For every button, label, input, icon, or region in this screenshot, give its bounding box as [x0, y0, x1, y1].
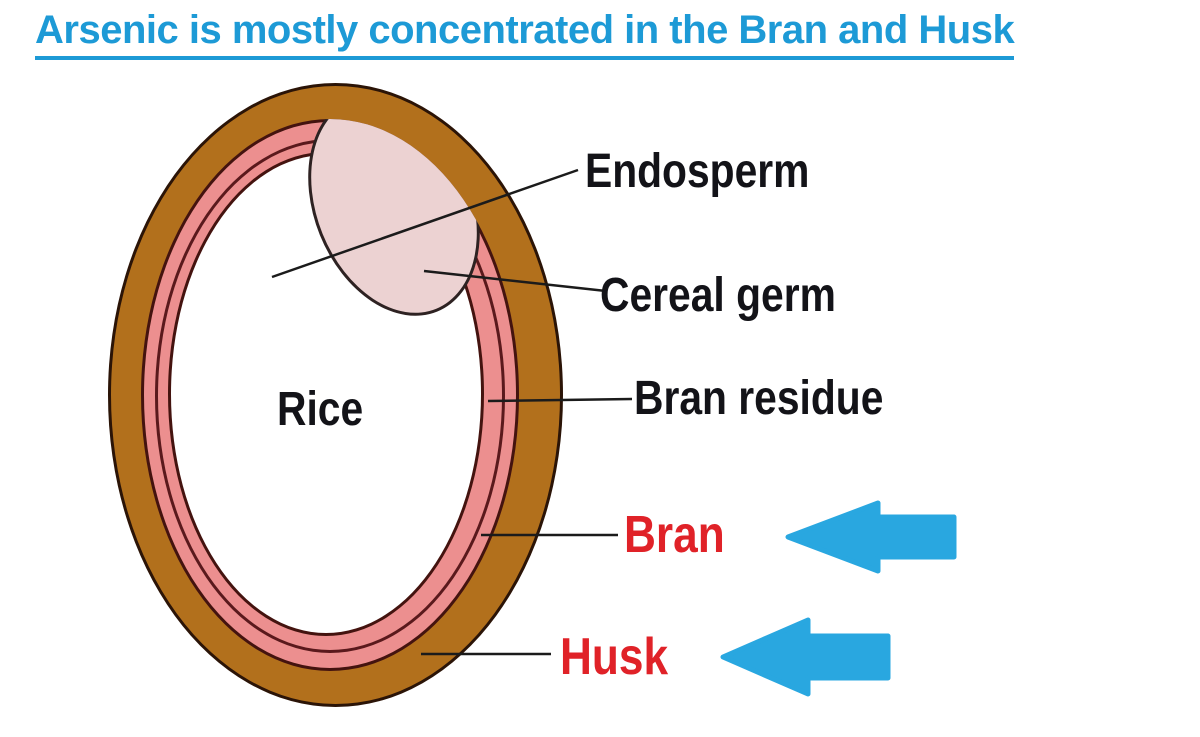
husk-label: Husk	[560, 628, 669, 686]
bran-residue-label: Bran residue	[634, 372, 884, 425]
page-title: Arsenic is mostly concentrated in the Br…	[35, 8, 1015, 60]
bran-arrow-icon	[785, 500, 957, 574]
bran-label: Bran	[624, 506, 725, 564]
endosperm-label: Endosperm	[585, 145, 810, 198]
husk-arrow-icon	[720, 617, 891, 697]
rice-center-label: Rice	[277, 383, 364, 436]
cereal-germ-label: Cereal germ	[600, 269, 836, 322]
